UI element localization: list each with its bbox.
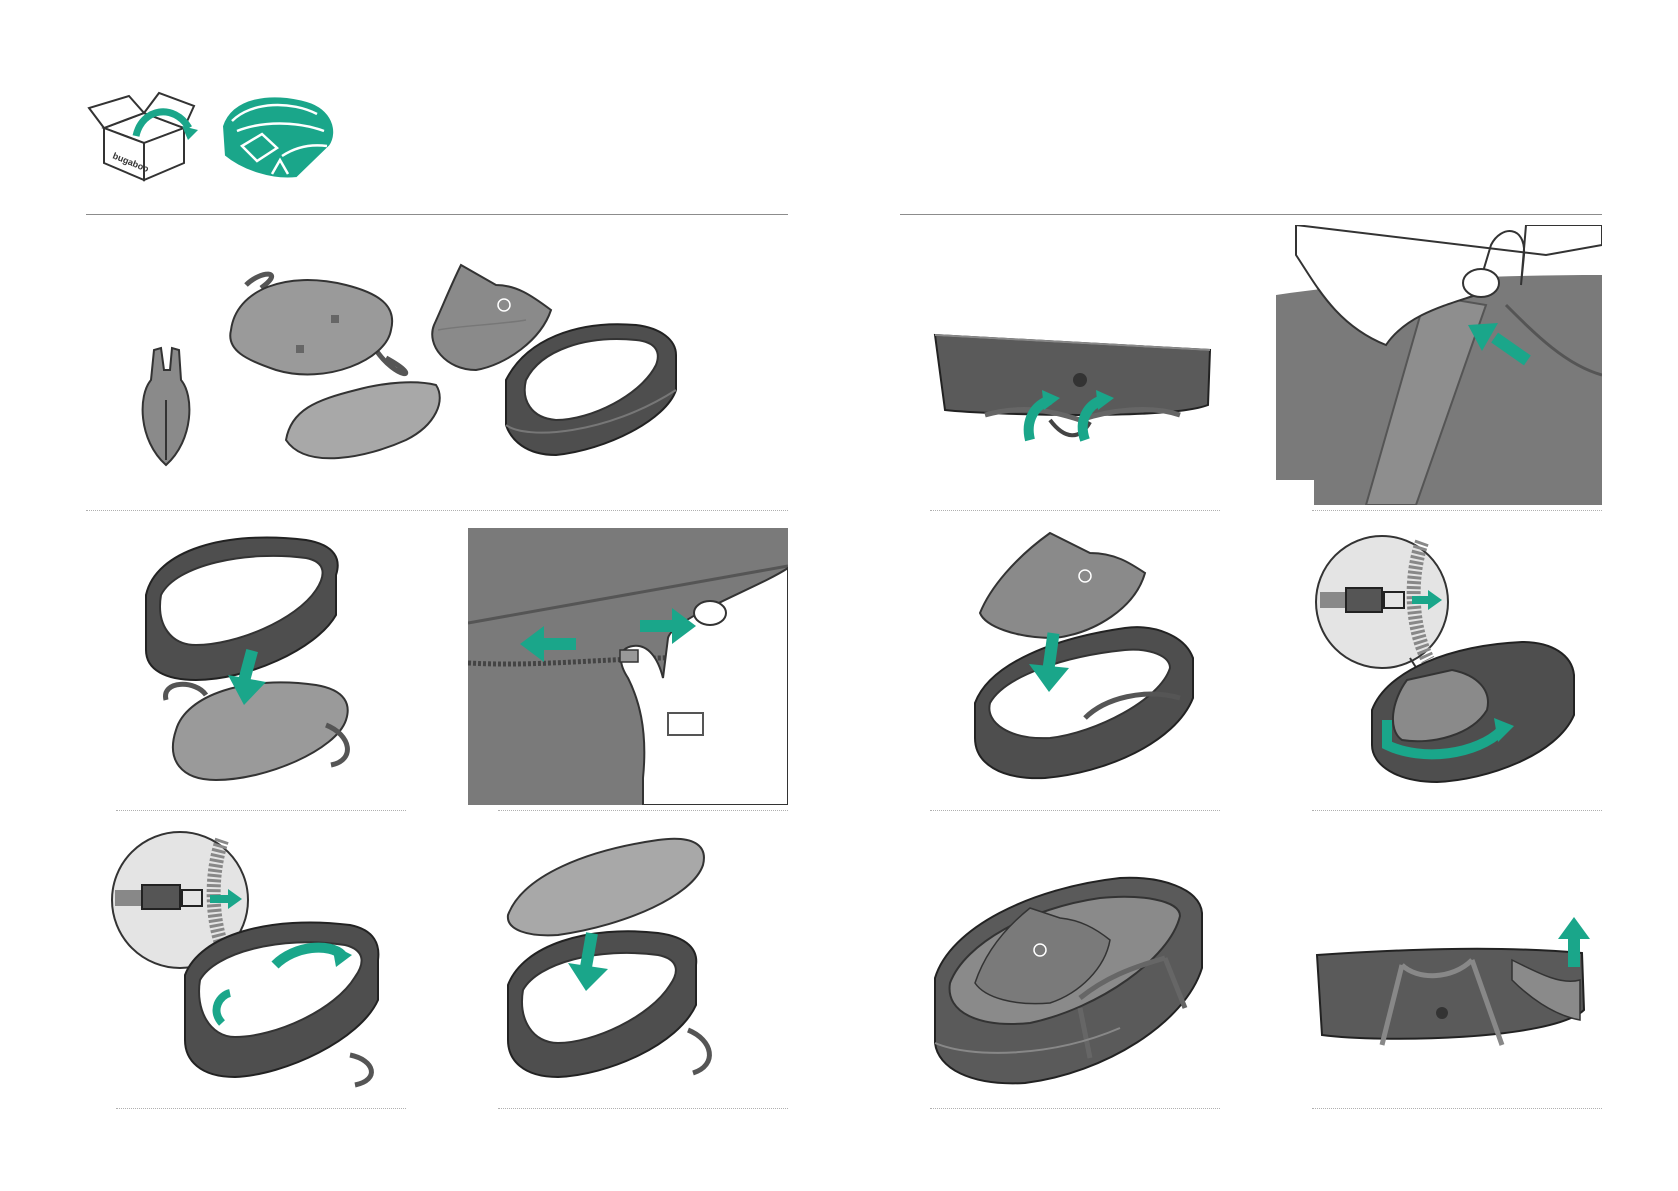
zipper-magnifier-arrow	[110, 815, 406, 1100]
divider	[498, 810, 788, 811]
step-parts-overview	[86, 230, 788, 505]
base-bottom-straps-arrows	[930, 310, 1220, 505]
divider	[86, 510, 788, 511]
zipper-hand-arrows	[468, 528, 788, 805]
step-place-apron	[965, 528, 1220, 805]
base-part	[230, 274, 405, 374]
parts-overview-illustration	[86, 230, 788, 505]
step-press-strap-button	[1276, 225, 1602, 505]
zipper-magnifier-arrow	[1312, 530, 1602, 805]
frame-part	[506, 324, 676, 455]
step-zip-apron	[1312, 530, 1602, 805]
divider	[116, 810, 406, 811]
step-lift-side	[1312, 925, 1602, 1100]
divider	[498, 1108, 788, 1109]
apron-down-arrow	[965, 528, 1220, 805]
step-unzip-fabric	[468, 528, 788, 805]
divider	[1312, 510, 1602, 511]
step-attach-base-bottom	[930, 310, 1220, 505]
adapter-part	[143, 348, 190, 465]
divider	[1312, 810, 1602, 811]
step-place-frame-on-base	[116, 520, 406, 805]
left-arrow-icon	[520, 626, 576, 662]
divider	[930, 1108, 1220, 1109]
hand-press-strap-button	[1276, 225, 1602, 505]
step-assembled-bassinet	[930, 858, 1220, 1100]
divider	[116, 1108, 406, 1109]
frame-down-arrow	[116, 520, 406, 805]
assembled-bassinet	[930, 858, 1220, 1100]
mattress-down-arrow	[498, 825, 788, 1100]
divider	[930, 810, 1220, 811]
step-insert-mattress	[498, 825, 788, 1100]
mattress-part	[286, 382, 440, 458]
side-view-up-arrow	[1312, 925, 1602, 1100]
step-zip-frame	[110, 815, 406, 1100]
divider	[930, 510, 1220, 511]
section-rule-right	[900, 214, 1602, 215]
divider	[1312, 1108, 1602, 1109]
section-rule-left	[86, 214, 788, 215]
box-unpack-icon: bugaboo	[84, 88, 204, 183]
bassinet-product-icon	[212, 86, 342, 186]
